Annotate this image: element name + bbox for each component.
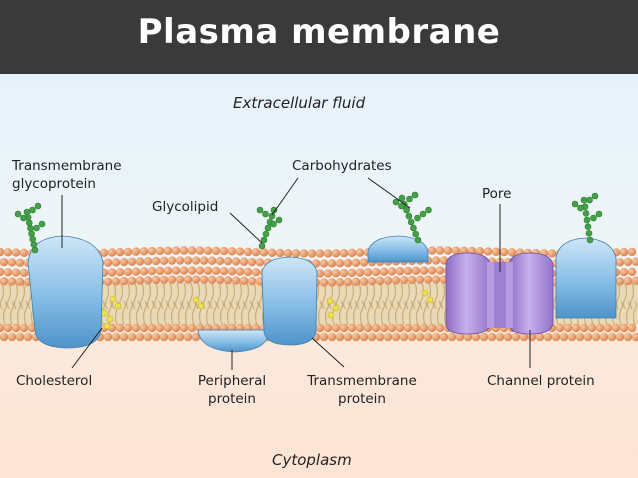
label-peripheral-protein: Peripheral protein bbox=[180, 372, 284, 408]
label-peripheral-protein-line1: Peripheral bbox=[197, 373, 267, 389]
transmembrane-glycoprotein bbox=[27, 235, 104, 349]
label-transmembrane-protein-line1: Transmembrane bbox=[307, 373, 417, 389]
transmembrane-protein bbox=[261, 256, 318, 346]
slide-title: Plasma membrane bbox=[137, 12, 501, 52]
label-transmembrane-glycoprotein: Transmembrane glycoprotein bbox=[12, 157, 122, 193]
label-transmembrane-protein-line2: protein bbox=[338, 391, 386, 407]
label-channel-protein: Channel protein bbox=[487, 373, 595, 389]
title-bar: Plasma membrane bbox=[0, 0, 638, 74]
label-carbohydrates: Carbohydrates bbox=[292, 158, 392, 174]
region-cytoplasm: Cytoplasm bbox=[272, 451, 352, 469]
label-peripheral-protein-line2: protein bbox=[208, 391, 256, 407]
label-cholesterol: Cholesterol bbox=[16, 373, 93, 389]
label-glycolipid: Glycolipid bbox=[152, 199, 219, 215]
channel-protein bbox=[445, 252, 554, 335]
surface-protein-right bbox=[367, 235, 617, 319]
label-pore: Pore bbox=[482, 186, 512, 202]
label-transmembrane-glycoprotein-line2: glycoprotein bbox=[12, 176, 96, 192]
region-extracellular-fluid: Extracellular fluid bbox=[233, 94, 366, 112]
label-transmembrane-glycoprotein-line1: Transmembrane bbox=[12, 158, 122, 174]
leader-lines bbox=[61, 177, 531, 370]
carbohydrate-chains bbox=[14, 191, 603, 254]
peripheral-protein bbox=[197, 329, 269, 353]
label-transmembrane-protein: Transmembrane protein bbox=[296, 372, 428, 408]
